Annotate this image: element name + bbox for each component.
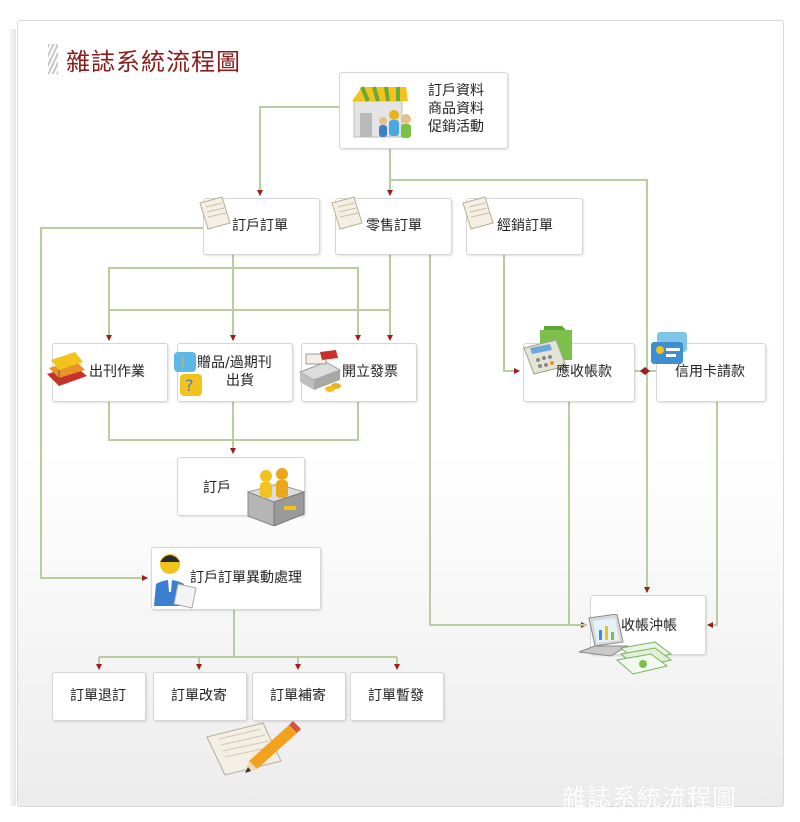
- gift-back-issue-line2: 出貨: [226, 373, 254, 389]
- document-icon: [331, 196, 363, 230]
- gift-question-icon: ! ?: [174, 352, 202, 396]
- folder-calculator-icon: [523, 326, 572, 375]
- subscriber-order-node: 訂戶訂單: [199, 196, 320, 255]
- reconciliation-label: 收帳沖帳: [621, 618, 677, 634]
- master-data-line3: 促銷活動: [428, 119, 484, 135]
- title-decoration: [48, 44, 58, 74]
- box-people-icon: [246, 468, 306, 526]
- retail-order-node: 零售訂單: [331, 196, 452, 255]
- subscriber-order-label: 訂戶訂單: [232, 218, 288, 234]
- gift-back-issue-node: ! ? 贈品/過期刊 出貨: [174, 343, 293, 402]
- credit-card-node: 信用卡請款: [651, 332, 766, 402]
- suspend-order-label: 訂單暫發: [368, 688, 424, 704]
- change-address-label: 訂單改寄: [171, 688, 227, 704]
- publishing-label: 出刊作業: [89, 364, 145, 380]
- document-icon: [462, 196, 494, 230]
- order-change-node: 訂戶訂單異動處理: [151, 547, 321, 610]
- dealer-order-node: 經銷訂單: [462, 196, 583, 255]
- credit-card-label: 信用卡請款: [675, 364, 745, 380]
- books-icon: [47, 352, 87, 386]
- cancel-order-node: 訂單退訂: [52, 672, 146, 721]
- subscriber-node: 訂戶: [177, 457, 306, 526]
- invoice-label: 開立發票: [342, 364, 398, 380]
- cash-register-icon: [298, 350, 342, 392]
- page-title: 雜誌系統流程圖: [66, 48, 241, 76]
- paper-pencil-icon: [206, 721, 301, 776]
- person-icon: [154, 554, 197, 609]
- order-change-label: 訂戶訂單異動處理: [190, 570, 302, 586]
- svg-text:?: ?: [185, 376, 194, 395]
- document-icon: [199, 196, 231, 230]
- invoice-node: 開立發票: [298, 343, 417, 402]
- cancel-order-label: 訂單退訂: [70, 688, 126, 704]
- credit-card-icon: [651, 332, 687, 364]
- suspend-order-node: 訂單暫發: [350, 672, 444, 721]
- watermark: 雜誌系統流程圖: [562, 784, 737, 812]
- resend-order-label: 訂單補寄: [270, 688, 326, 704]
- receivable-node: 應收帳款: [523, 326, 635, 402]
- retail-order-label: 零售訂單: [366, 218, 422, 234]
- resend-order-node: 訂單補寄: [252, 672, 346, 721]
- svg-text:!: !: [180, 353, 186, 372]
- master-data-node: 訂戶資料 商品資料 促銷活動: [339, 72, 508, 149]
- master-data-line2: 商品資料: [428, 101, 484, 117]
- subscriber-label: 訂戶: [203, 480, 231, 496]
- laptop-money-icon: [578, 614, 673, 675]
- master-data-line1: 訂戶資料: [428, 83, 484, 99]
- store-icon: [352, 86, 411, 138]
- dealer-order-label: 經銷訂單: [497, 218, 553, 234]
- gift-back-issue-line1: 贈品/過期刊: [197, 355, 272, 371]
- receivable-label: 應收帳款: [556, 364, 612, 380]
- reconciliation-node: 收帳沖帳: [578, 595, 706, 675]
- change-address-node: 訂單改寄: [153, 672, 247, 721]
- publishing-node: 出刊作業: [47, 343, 168, 402]
